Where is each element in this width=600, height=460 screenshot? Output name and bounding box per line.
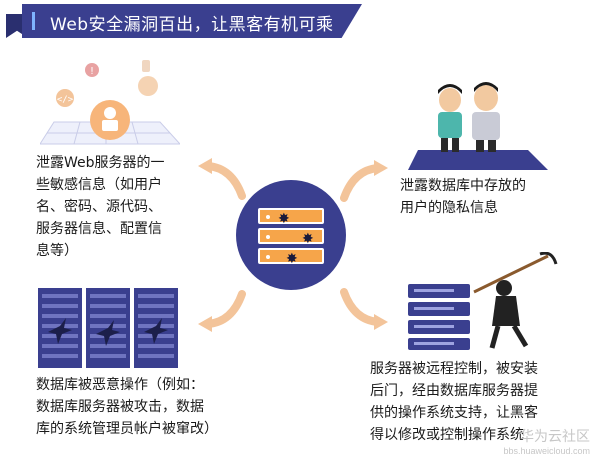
text-line: 数据库服务器被攻击，数据 [36,399,204,415]
crack-icon: ✸ [302,230,314,246]
text-line: 服务器信息、配置信 [36,221,162,237]
web-server-leak-text: 泄露Web服务器的一 些敏感信息（如用户 名、密码、源代码、 服务器信息、配置信… [36,152,204,262]
hacker-icon [473,252,558,349]
crack-icon: ✸ [286,250,298,266]
text-line: 泄露数据库中存放的 [400,178,526,194]
server-bar-middle [258,228,324,244]
arrow-top-left [198,158,246,200]
text-line: 后门，经由数据库服务器提 [370,383,538,399]
remote-control-text: 服务器被远程控制，被安装 后门，经由数据库服务器提 供的操作系统支持，让黑客 得… [370,358,592,446]
watermark-main: 华为云社区 [520,429,590,445]
server-bar-top [258,208,324,224]
arrow-top-right [340,160,388,202]
crack-icon: ✸ [278,210,290,226]
server-bar-bottom [258,248,324,264]
server-rack-illustration [38,288,178,368]
text-line: 些敏感信息（如用户 [36,177,162,193]
db-privacy-leak-text: 泄露数据库中存放的 用户的隐私信息 [400,175,570,219]
text-line: 泄露Web服务器的一 [36,155,165,171]
arrow-bottom-left [198,290,246,332]
watermark-url: bbs.huaweicloud.com [503,446,590,456]
text-line: 服务器被远程控制，被安装 [370,361,538,377]
user-data-illustration: </> ! [40,60,180,145]
text-line: 得以修改或控制操作系统 [370,427,524,443]
watermark: 华为云社区 bbs.huaweicloud.com [503,426,590,456]
crack-icon [48,318,168,346]
svg-text:</>: </> [57,95,74,105]
text-line: 名、密码、源代码、 [36,199,162,215]
text-line: 数据库被恶意操作（例如： [36,377,204,393]
text-line: 用户的隐私信息 [400,200,498,216]
arrow-bottom-right [340,288,388,330]
leaked-users-illustration [408,82,548,170]
server-stack-icon [408,284,470,350]
code-icon [56,89,74,107]
title-banner: Web安全漏洞百出，让黑客有机可乘 [22,4,362,38]
text-line: 供的操作系统支持，让黑客 [370,405,538,421]
text-line: 息等） [36,243,78,259]
person-right-icon [472,82,500,152]
svg-text:!: ! [90,66,94,77]
central-server-circle: ✸ ✸ ✸ [236,180,346,290]
person-left-icon [438,84,462,152]
page-title: Web安全漏洞百出，让黑客有机可乘 [50,15,334,35]
hacker-server-illustration [408,252,558,350]
alert-icon [85,63,99,77]
cloud-icon [138,76,158,96]
text-line: 库的系统管理员帐户被窜改） [36,421,218,437]
title-accent-bar [32,12,35,30]
db-malicious-operation-text: 数据库被恶意操作（例如： 数据库服务器被攻击，数据 库的系统管理员帐户被窜改） [36,374,266,440]
